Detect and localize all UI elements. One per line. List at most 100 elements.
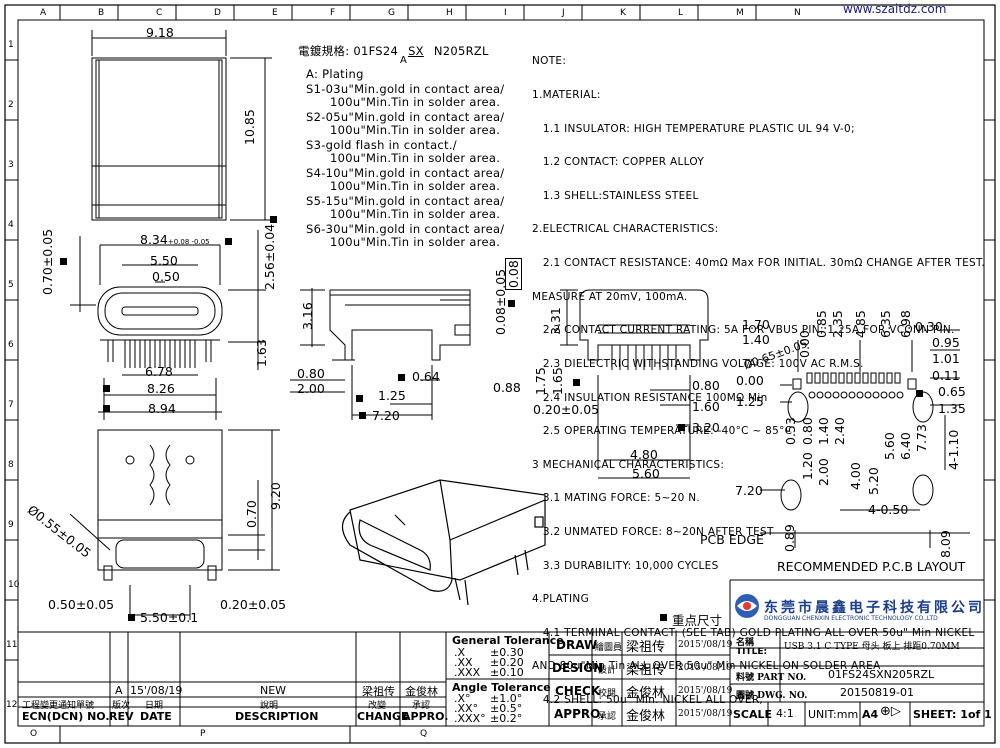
pcb-left-dim: 1.70 [742,317,770,332]
appro-name: 金俊林 [626,709,666,724]
pcb-right-dim: 0.65 [938,384,966,399]
pcb-right-dim: 1.01 [932,351,960,366]
hdr-date: DATE [140,710,172,723]
pcb-bottom-dim: 6.40 [898,432,913,460]
plating-option: S4-10u"Min.gold in contact area/100u"Min… [306,166,505,193]
grid-number: 7 [8,400,14,410]
hdr-date-cn: 日期 [145,701,164,711]
dim-end-560: 5.60 [632,466,660,481]
dim-side-008b: 0.08 [505,258,522,290]
pcb-bottom-dim: 7.73 [914,424,929,452]
grid-number: 11 [6,640,18,650]
grid-number: 9 [8,520,14,530]
angle-row-value: ±0.5° [490,702,523,715]
note-line: 2.2 CONTACT CURRENT RATING: 5A FOR VBUS … [532,324,955,337]
dim-front-r2: 1.63 [254,339,269,367]
note-line: 4.2 SHELL: 50u" Min. NICKEL ALL OVER, [532,693,764,706]
dim-bot-550: 5.50±0.1 [140,610,199,625]
plating-code-sx: SX [408,44,424,58]
note-line: 4.PLATING [532,593,590,606]
grid-letter: K [620,8,626,18]
appro-date: 2015'/08/19 [678,709,733,719]
tol-row-value: ±0.30 [490,646,524,659]
grid-number: 8 [8,460,14,470]
front-view [70,230,266,420]
dim-side-316: 3.16 [300,302,315,330]
dim-front-b2: 8.26 [147,381,175,396]
note-line: AND 80u"Min Tin ALL OVER 50u" Min NICKEL… [532,660,881,673]
part-label-cn: 料號 PART NO. [736,673,807,683]
grid-letter: N [794,8,801,18]
dim-front-b3: 8.94 [148,401,176,416]
dim-end-320: 3.20 [692,420,720,435]
key-dim-marker [270,216,277,223]
pcb-dim-809: 8.09 [938,530,953,558]
grid-letter: E [272,8,278,18]
paper-size: A4 [862,708,879,721]
pcb-bottom-dim: 1.40 [816,417,831,445]
grid-letter: G [388,8,395,18]
plating-options: S1-03u"Min.gold in contact area/100u"Min… [306,83,504,249]
dim-front-w2: 5.50 [150,253,178,268]
hdr-rev-cn: 版次 [112,701,131,711]
note-line: 1.3 SHELL:STAINLESS STEEL [532,189,699,202]
pcb-left-dim: 1.40 [742,332,770,347]
iso-view [341,479,546,606]
dim-side-080: 0.80 [297,366,325,381]
key-dim-marker [398,374,405,381]
dim-side-064: 0.64 [412,369,440,384]
dim-bot-920: 9.20 [268,482,283,510]
key-dim-marker [128,614,135,621]
pcb-right-dim: 0.95 [932,335,960,350]
dim-top-height: 10.85 [242,109,257,145]
dim-front-r1: 2.56±0.04 [262,223,277,290]
pcb-bottom-dim: 5.60 [882,432,897,460]
appro-label-cn: 承認 [598,712,617,722]
appro-label: APPRO. [554,707,605,721]
end-view [560,289,709,479]
grid-letter: H [446,8,453,18]
key-dim-marker [225,238,232,245]
dim-side-125: 1.25 [378,388,406,403]
pcb-top-dim: 0.85 [814,310,829,338]
pcb-right-dim: 0.30 [915,319,943,334]
grid-number: 4 [8,220,14,230]
tol-row-value: ±0.10 [490,666,524,679]
key-dim-marker [660,614,667,621]
angle-row: .X° [454,692,471,705]
pcb-right-dim: 0.11 [932,368,960,383]
pcb-bottom-dim: 2.40 [832,417,847,445]
notes-block: NOTE: 1.MATERIAL: 1.1 INSULATOR: HIGH TE… [532,34,985,717]
plating-header: 電鍍規格: 01FS24 SX N205RZL [298,44,489,58]
hdr-appro: APPRO. [402,710,449,723]
design-label-cn: 設計 [598,666,617,676]
company-name-cn: 东莞市晨鑫电子科技有限公司 [764,600,985,616]
check-date: 2015'/08/19 [678,686,733,696]
title-block-grid [18,579,984,726]
note-line: NOTE: [532,55,567,68]
grid-number: 5 [8,280,14,290]
pcb-dim-110: 4-1.10 [946,429,961,470]
check-name: 金俊林 [626,686,666,701]
note-line: 3.1 MATING FORCE: 5~20 N. [532,492,701,505]
title-label-cn: 名稱 [736,638,755,648]
key-dim-marker [356,395,363,402]
pcb-top-dim: 0.00 [797,330,812,358]
check-label: CHECK [555,684,601,698]
pcb-bottom-dim: 5.20 [866,467,881,495]
dim-end-480: 4.80 [630,447,658,462]
key-dim-marker [573,379,580,386]
draw-label: DRAW [556,638,598,652]
grid-number: 1 [8,40,14,50]
pcb-bottom-dim: 2.00 [816,458,831,486]
plating-code-suffix: N205RZL [433,44,489,58]
rev-appro: 金俊林 [405,685,438,698]
hdr-ecn: ECN(DCN) NO. [22,710,110,723]
grid-letter: F [330,8,336,18]
title-value: USB 3.1 C TYPE 母头 板上 排距0.70MM [784,642,960,652]
angle-tolerance-label: Angle Tolerance [452,681,551,694]
dim-end-331: 3.31 [548,307,563,335]
dim-bot-070: 0.70 [244,500,259,528]
note-line: 2.ELECTRICAL CHARACTERISTICS: [532,223,719,236]
